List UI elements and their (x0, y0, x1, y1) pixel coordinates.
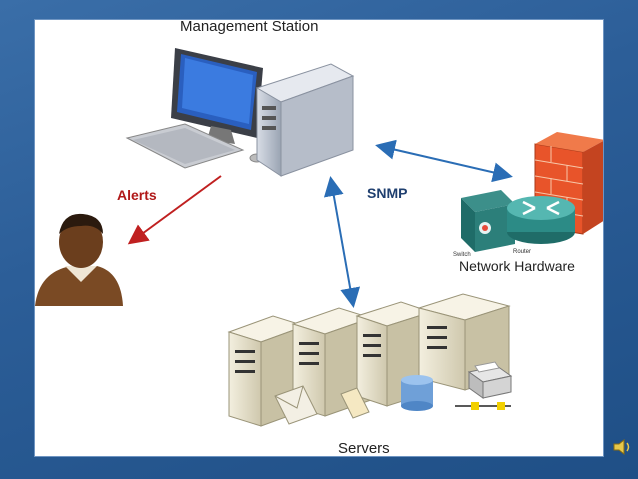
database-icon (401, 375, 433, 411)
computer-icon (125, 48, 355, 177)
slide-canvas: Management Station Alerts SNMP Switch Ro… (35, 18, 603, 457)
alerts-label: Alerts (117, 187, 157, 203)
document-icon (340, 387, 370, 419)
router-icon (507, 196, 575, 244)
person-icon (35, 213, 123, 306)
snmp-label: SNMP (367, 185, 408, 201)
speaker-icon[interactable] (612, 438, 634, 456)
management-station-label: Management Station (180, 18, 319, 35)
network-diagram (35, 48, 603, 427)
snmp-arrow-servers (323, 176, 361, 308)
router-label: Router (513, 249, 532, 255)
servers-label: Servers (338, 440, 390, 457)
printer-icon (455, 361, 513, 410)
envelope-icon (274, 385, 318, 425)
network-hardware-label: Network Hardware (459, 258, 575, 274)
alerts-arrow (127, 175, 222, 245)
switch-label: Switch (453, 252, 471, 258)
snmp-arrow-network (375, 139, 513, 183)
switch-icon (461, 190, 515, 252)
